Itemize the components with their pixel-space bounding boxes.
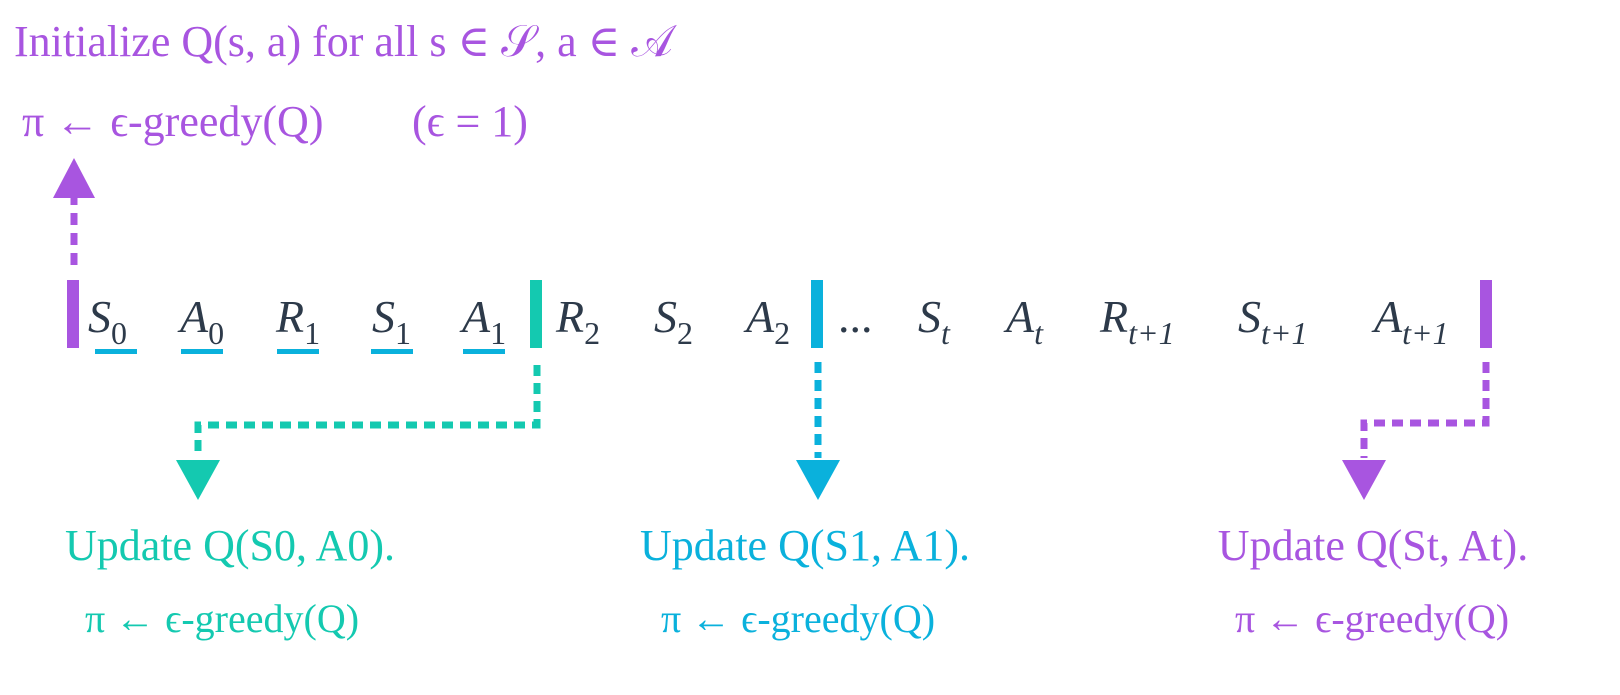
update-1-policy: π ← ϵ-greedy(Q): [85, 596, 359, 641]
sequence-item: At+1: [1371, 291, 1449, 351]
init-line: Initialize Q(s, a) for all s ∈ 𝒮, a ∈ 𝒜: [14, 17, 677, 66]
sequence-item: A2: [743, 291, 790, 351]
sequence-item: S1: [372, 291, 411, 351]
update-2-policy: π ← ϵ-greedy(Q): [661, 596, 935, 641]
epsilon-note: (ϵ = 1): [412, 97, 528, 146]
init-arrow: [53, 158, 95, 265]
arrow-up-icon: [53, 158, 95, 198]
update-marker-bar-2: [811, 280, 823, 348]
update-arrow-1: [176, 365, 541, 500]
episode-start-bar: [67, 280, 79, 348]
sequence-item: A0: [177, 291, 224, 351]
sequence-item: Rt+1: [1099, 291, 1175, 351]
arrow-down-icon: [796, 460, 840, 500]
underlines: [95, 349, 505, 354]
arrow-down-icon: [1342, 460, 1386, 500]
sequence-item: A1: [459, 291, 506, 351]
sequence-item: S2: [654, 291, 693, 351]
update-marker-bar-1: [530, 280, 542, 348]
underline-r1: [277, 349, 319, 354]
sequence-item: ...: [838, 291, 873, 342]
underline-s1: [371, 349, 413, 354]
update-arrow-2: [796, 362, 840, 500]
sequence-item: R1: [275, 291, 320, 351]
underline-a1: [463, 349, 505, 354]
update-arrow-3: [1342, 362, 1490, 500]
update-3-policy: π ← ϵ-greedy(Q): [1235, 596, 1509, 641]
update-1-text: Update Q(S0, A0).: [65, 521, 395, 570]
underline-s0: [95, 349, 137, 354]
sequence-item: St+1: [1238, 291, 1307, 351]
arrow-down-icon: [176, 460, 220, 500]
sequence-item: S0: [88, 291, 127, 351]
update-3-text: Update Q(St, At).: [1218, 521, 1528, 570]
underline-a0: [181, 349, 223, 354]
sequence-item: R2: [555, 291, 600, 351]
sequence-item: At: [1003, 291, 1044, 351]
trajectory-sequence: S0 A0 R1 S1 A1 R2 S2 A2... St At Rt+1 St+1 At+1: [88, 291, 1449, 351]
episode-end-bar: [1480, 280, 1492, 348]
update-2-text: Update Q(S1, A1).: [640, 521, 970, 570]
init-policy-line: π ← ϵ-greedy(Q): [22, 97, 323, 146]
sequence-item: St: [918, 291, 951, 351]
